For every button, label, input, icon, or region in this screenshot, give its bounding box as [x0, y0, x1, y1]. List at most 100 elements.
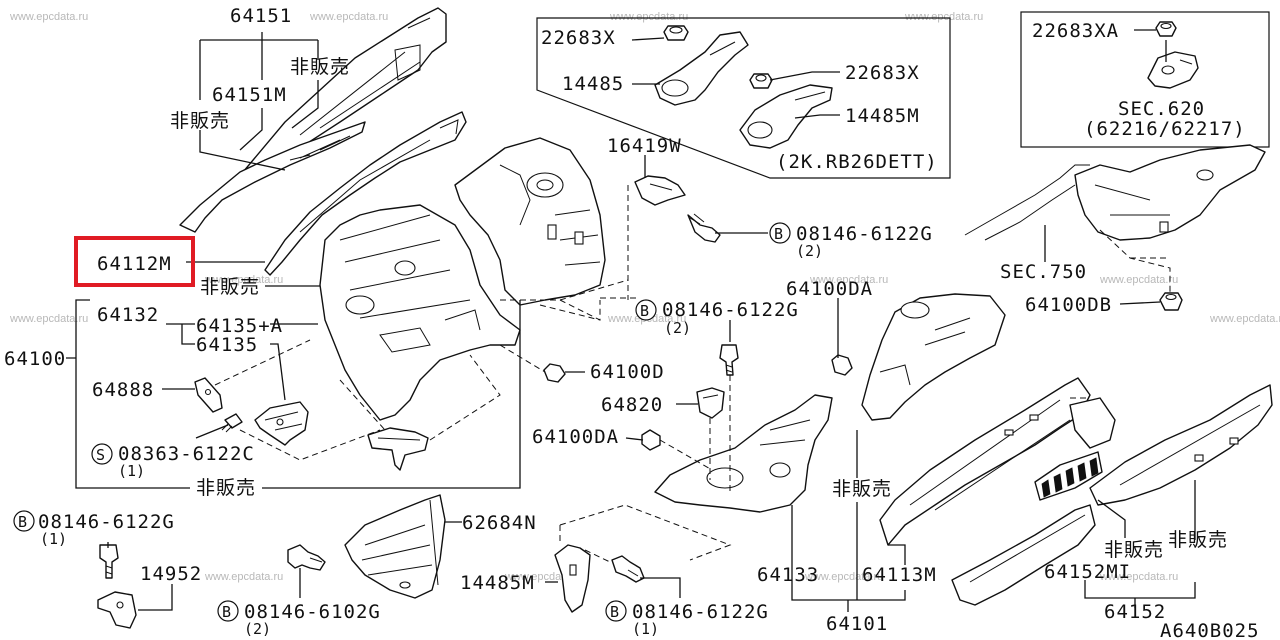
label-64101[interactable]: 64101: [826, 613, 888, 635]
label-64151m[interactable]: 64151M: [212, 84, 287, 106]
label-62684n[interactable]: 62684N: [462, 512, 537, 534]
part-22683xa-insulator: [1155, 21, 1177, 37]
label-not-for-sale: 非販売: [1168, 529, 1228, 551]
part-64100d-plug: [543, 363, 566, 383]
label-64820[interactable]: 64820: [601, 394, 663, 416]
part-lower-mount-bracket: [367, 427, 429, 471]
dashed-assembly-lines: [214, 185, 1171, 563]
label-64132[interactable]: 64132: [97, 304, 159, 326]
label-08146-qty: (1): [632, 620, 659, 638]
part-64152-side-member-r: [1089, 384, 1273, 506]
bolt-type-b-letter: B: [640, 302, 649, 320]
bolt-08146-6122g-d: [611, 555, 645, 583]
part-64100da-apron-upper: [861, 293, 1006, 421]
bolt-08146-6122g-a: [687, 213, 721, 243]
part-64100db-plug: [1159, 292, 1183, 311]
label-64100db[interactable]: 64100DB: [1025, 294, 1112, 316]
label-engine-note: (2K.RB26DETT): [776, 151, 938, 173]
bolt-type-b-letter: B: [774, 225, 783, 243]
label-64152[interactable]: 64152: [1104, 601, 1166, 623]
label-not-for-sale: 非販売: [832, 478, 892, 500]
part-62684n-bracket: [344, 494, 446, 599]
label-64135-a[interactable]: 64135+A: [196, 315, 283, 337]
label-not-for-sale: 非販売: [196, 477, 256, 499]
label-64133[interactable]: 64133: [757, 564, 819, 586]
screw-type-s-badge: [91, 443, 113, 465]
part-64100da-plug-b: [641, 429, 661, 451]
label-not-for-sale: 非販売: [170, 110, 230, 132]
label-08146-6102g[interactable]: 08146-6102G: [244, 601, 381, 623]
label-64100d[interactable]: 64100D: [590, 361, 665, 383]
part-64135-bracket: [254, 401, 309, 446]
label-64135[interactable]: 64135: [196, 334, 258, 356]
watermark: www.epcdata.ru: [904, 11, 983, 23]
watermark: www.epcdata.ru: [1099, 571, 1178, 583]
bolt-type-b-badge: [605, 600, 627, 622]
bolt-type-b-letter: B: [222, 603, 231, 621]
label-14485m[interactable]: 14485M: [845, 105, 920, 127]
part-64113m-side-member: [879, 377, 1116, 546]
label-64112m[interactable]: 64112M: [97, 253, 172, 275]
label-not-for-sale: 非販売: [200, 276, 260, 298]
part-strut-tower: [454, 137, 606, 306]
engine-variant-callout-box: [536, 17, 951, 179]
label-64113m[interactable]: 64113M: [862, 564, 937, 586]
label-08146-qty: (1): [40, 530, 67, 548]
part-14485-mount: [654, 31, 749, 106]
label-14485[interactable]: 14485: [562, 73, 624, 95]
bolt-08146-6122g-b: [719, 344, 739, 376]
label-08146-6102g-qty: (2): [244, 620, 271, 638]
label-64100da[interactable]: 64100DA: [532, 426, 619, 448]
bolt-type-b-letter: B: [610, 603, 619, 621]
label-sec620[interactable]: SEC.620: [1118, 98, 1205, 120]
label-08146-6122g[interactable]: 08146-6122G: [796, 223, 933, 245]
part-fender-apron-rail: [264, 111, 467, 276]
label-08363-qty: (1): [118, 462, 145, 480]
label-not-for-sale: 非販売: [1104, 539, 1164, 561]
part-64820-bracket: [696, 387, 725, 419]
label-64152mi[interactable]: 64152MI: [1044, 561, 1131, 583]
label-64100[interactable]: 64100: [4, 348, 66, 370]
label-14952[interactable]: 14952: [140, 563, 202, 585]
bolt-type-b-badge: [769, 222, 791, 244]
label-08146-6122g[interactable]: 08146-6122G: [632, 601, 769, 623]
label-08146-qty: (2): [664, 319, 691, 337]
label-08146-6122g[interactable]: 08146-6122G: [662, 299, 799, 321]
part-64152mi-lower-member: [951, 504, 1096, 606]
watermark: www.epcdata.ru: [204, 274, 283, 286]
part-64100da-plug-a: [831, 354, 853, 376]
highlighted-part-box: [74, 236, 195, 287]
label-08146-6122g[interactable]: 08146-6122G: [38, 511, 175, 533]
label-64151[interactable]: 64151: [230, 5, 292, 27]
part-64151m-strip: [179, 121, 366, 233]
label-08146-qty: (2): [796, 242, 823, 260]
bolt-type-b-letter: B: [18, 513, 27, 531]
bolt-type-b-badge: [13, 510, 35, 532]
label-16419w[interactable]: 16419W: [607, 135, 682, 157]
watermark: www.epcdata.ru: [1209, 313, 1280, 325]
sec620-callout-box: [1020, 11, 1270, 148]
part-14485m-bracket: [554, 544, 591, 613]
label-sec750[interactable]: SEC.750: [1000, 261, 1087, 283]
label-22683x[interactable]: 22683X: [541, 27, 616, 49]
label-08363-6122c[interactable]: 08363-6122C: [118, 443, 255, 465]
part-sec620-bracket: [1147, 51, 1199, 89]
watermark: www.epcdata.ru: [804, 571, 883, 583]
part-14952-bracket: [97, 591, 137, 629]
label-64888[interactable]: 64888: [92, 379, 154, 401]
part-14485m-mount: [739, 84, 833, 149]
label-14485m[interactable]: 14485M: [460, 572, 535, 594]
watermark: www.epcdata.ru: [1099, 274, 1178, 286]
part-64112m-hoodledge: [319, 204, 521, 421]
watermark: www.epcdata.ru: [309, 11, 388, 23]
part-16419w-clip: [634, 175, 686, 206]
label-22683xa[interactable]: 22683XA: [1032, 20, 1119, 42]
label-22683x[interactable]: 22683X: [845, 62, 920, 84]
label-not-for-sale: 非販売: [290, 56, 350, 78]
part-labels: 64151 非販売 64151M 非販売 64112M 非販売 64132 64…: [4, 5, 1259, 640]
watermark: www.epcdata.ru: [9, 11, 88, 23]
watermark: www.epcdata.ru: [809, 274, 888, 286]
watermark: www.epcdata.ru: [609, 11, 688, 23]
label-64100da[interactable]: 64100DA: [786, 278, 873, 300]
